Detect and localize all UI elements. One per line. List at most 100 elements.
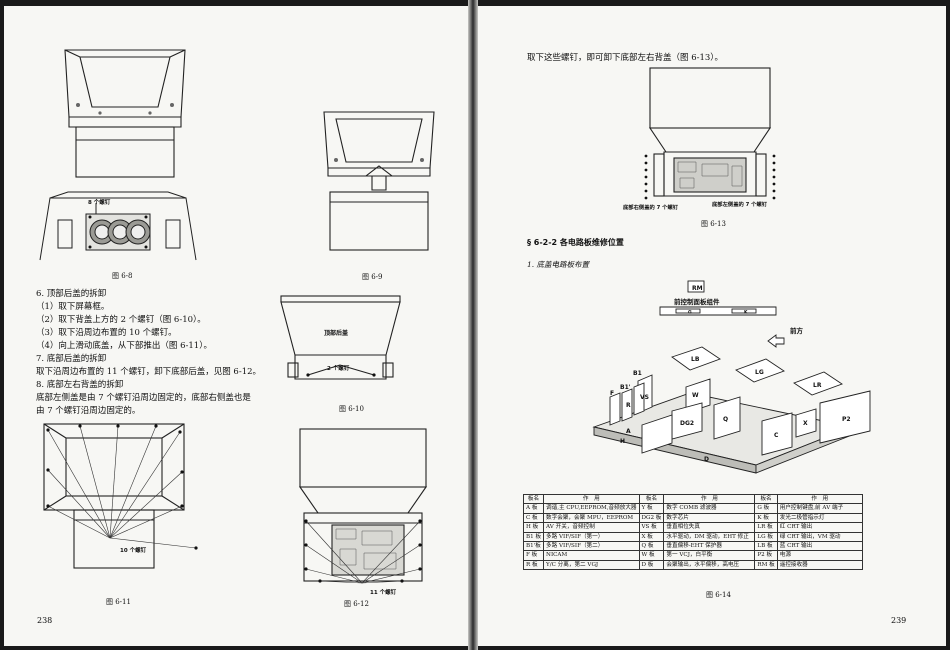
paragraph-side-covers-line2: 由 7 个螺钉沿周边固定的。 [36,406,141,416]
board-function-cell: 数字会聚，会聚 MPU，EEPROM [543,512,640,524]
board-name-cell: K 板 [754,512,778,524]
board-function-cell: 水平驱动，DM 驱动，EHT 修正 [663,531,756,543]
label-k: K [744,310,748,316]
callout-8-screws: 8 个螺钉 [88,200,111,206]
board-function-cell: 垂直相位失真 [663,522,756,533]
board-name-cell: Q 板 [638,541,665,552]
label-front-panel-assembly: 前控制面板组件 [674,298,720,306]
subheading-board-layout: 1. 底盖电路板布置 [527,260,590,269]
header-board-name: 板名 [754,493,778,505]
paragraph-bottom-back: 取下沿周边布置的 11 个螺钉，卸下底部后盖，见图 6-12。 [36,367,262,377]
label-g: G [688,310,692,316]
board-name-cell: LB 板 [754,541,778,552]
heading-side-covers-removal: 8. 底部左右背盖的拆卸 [36,380,124,390]
label-front-direction: 前方 [790,327,803,335]
board-function-cell: 会聚输出，水平偏移，高电压 [663,559,756,571]
step-1: （1）取下屏幕框。 [36,302,110,312]
label-board-lr: LR [813,382,822,389]
board-name-cell: D 板 [638,559,665,571]
caption-fig-6-8: 图 6-8 [112,272,133,280]
caption-fig-6-9: 图 6-9 [362,273,383,281]
board-name-cell: P2 板 [754,550,778,561]
header-function: 作 用 [543,493,640,505]
board-name-cell: W 板 [638,550,665,561]
step-2: （2）取下背盖上方的 2 个螺钉（图 6-10）。 [36,315,206,325]
header-function: 作 用 [663,493,756,505]
fig-6-10-top-back-cover [280,295,401,380]
label-rm: RM [692,285,703,292]
board-name-cell: G 板 [754,503,778,514]
label-board-b1: B1 [633,370,642,377]
board-name-cell: A 板 [522,503,545,514]
step-4: （4）向上滑动底盖，从下部推出（图 6-11）。 [36,341,212,351]
label-board-f: F [610,390,614,397]
table-row: A 板 调谐,主 CPU,EEPROM,音频放大器 Y 板 数字 COMB 滤波… [522,503,863,514]
caption-fig-6-10: 图 6-10 [339,405,364,413]
label-board-lb: LB [691,356,700,363]
board-name-cell: LR 板 [754,522,778,533]
board-function-cell: 遥控接收器 [776,559,863,571]
label-board-w: W [692,392,699,399]
board-name-cell: F 板 [522,550,545,561]
board-name-cell: H 板 [522,522,545,533]
board-function-cell: Y/C 分离，第二 VGJ [543,559,640,571]
fig-6-12-bottom-back-cover [298,428,428,584]
table-row: B1'板 多路 VIF/SIF（第二） Q 板 垂直偏移-EHT 保护器 LB … [522,541,863,552]
paragraph-side-covers-line1: 底部左侧盖是由 7 个螺钉沿周边固定的，底部右侧盖也是 [36,393,251,403]
board-function-cell: 多路 VIF/SIF（第二） [543,541,640,552]
callout-2-screws: 2 个螺钉 [327,366,350,372]
fig-6-11-cover-screws [43,423,198,569]
caption-fig-6-14: 图 6-14 [706,591,731,599]
heading-bottom-back-removal: 7. 底部后盖的拆卸 [36,354,107,364]
book-gutter [468,0,478,650]
label-board-c: C [774,432,779,439]
board-function-table: 板名 作 用 板名 作 用 板名 作 用 A 板 调谐,主 CPU,EEPROM… [522,493,863,571]
board-function-cell: 红 CRT 输出 [776,522,863,533]
board-name-cell: DG2 板 [638,512,665,524]
table-row: F 板 NICAM W 板 第一 VCJ，白平衡 P2 板 电源 [522,550,863,561]
label-right-side-cover-screws: 底部右侧盖的 7 个螺钉 [623,205,679,211]
board-function-cell: 发光二极管指示灯 [776,512,863,524]
board-name-cell: B1'板 [522,541,545,552]
header-board-name: 板名 [522,493,545,505]
board-function-cell: 用户控制键盘,前 AV 端子 [776,503,863,514]
callout-10-screws: 10 个螺钉 [120,548,147,554]
header-board-name: 板名 [638,493,665,505]
board-function-cell: NICAM [543,550,640,561]
board-function-cell: 数字 COMB 滤波器 [663,503,756,514]
label-board-q: Q [723,416,728,423]
label-board-lg: LG [755,369,764,376]
label-board-h: H [620,438,625,445]
table-header-row: 板名 作 用 板名 作 用 板名 作 用 [522,493,863,505]
board-name-cell: B1 板 [522,531,545,543]
board-name-cell: R 板 [522,559,545,571]
header-function: 作 用 [776,493,863,505]
heading-top-back-removal: 6. 顶部后盖的拆卸 [36,289,107,299]
caption-fig-6-11: 图 6-11 [106,598,131,606]
caption-fig-6-12: 图 6-12 [344,600,369,608]
section-heading: § 6-2-2 各电路板维修位置 [527,238,624,247]
label-board-dg2: DG2 [680,420,694,427]
left-page-number: 238 [37,616,53,625]
board-function-cell: 多路 VIF/SIF（第一） [543,531,640,543]
label-board-b1p: B1' [620,384,631,391]
board-function-cell: 绿 CRT 输出，VM 驱动 [776,531,863,543]
fig-6-8-speaker-panel [39,191,197,261]
step-3: （3）取下沿周边布置的 10 个螺钉。 [36,328,177,338]
table-row: C 板 数字会聚，会聚 MPU，EEPROM DG2 板 数字芯片 K 板 发光… [522,512,863,524]
label-left-side-cover-screws: 底部左侧盖的 7 个螺钉 [712,202,768,208]
fig-6-14-board-layout: RM G K LB LG LR B1 B1' F R VS W DG2 Q C … [592,280,871,474]
board-name-cell: X 板 [638,531,665,543]
intro-sentence: 取下这些螺钉，即可卸下底部左右背盖（图 6-13）。 [527,53,724,63]
label-board-p2: P2 [842,416,851,423]
label-board-d: D [704,456,709,463]
board-function-cell: 数字芯片 [663,512,756,524]
board-function-cell: AV 开关，音频控制 [543,522,640,533]
fig-6-8-tv-illustration [64,49,186,178]
label-board-r: R [626,402,631,409]
board-function-cell: 第一 VCJ，白平衡 [663,550,756,561]
table-row: H 板 AV 开关，音频控制 VS 板 垂直相位失真 LR 板 红 CRT 输出 [522,522,863,533]
label-board-vs: VS [640,394,649,401]
table-row: R 板 Y/C 分离，第二 VGJ D 板 会聚输出，水平偏移，高电压 RM 板… [522,559,863,571]
label-board-x: X [803,420,808,427]
